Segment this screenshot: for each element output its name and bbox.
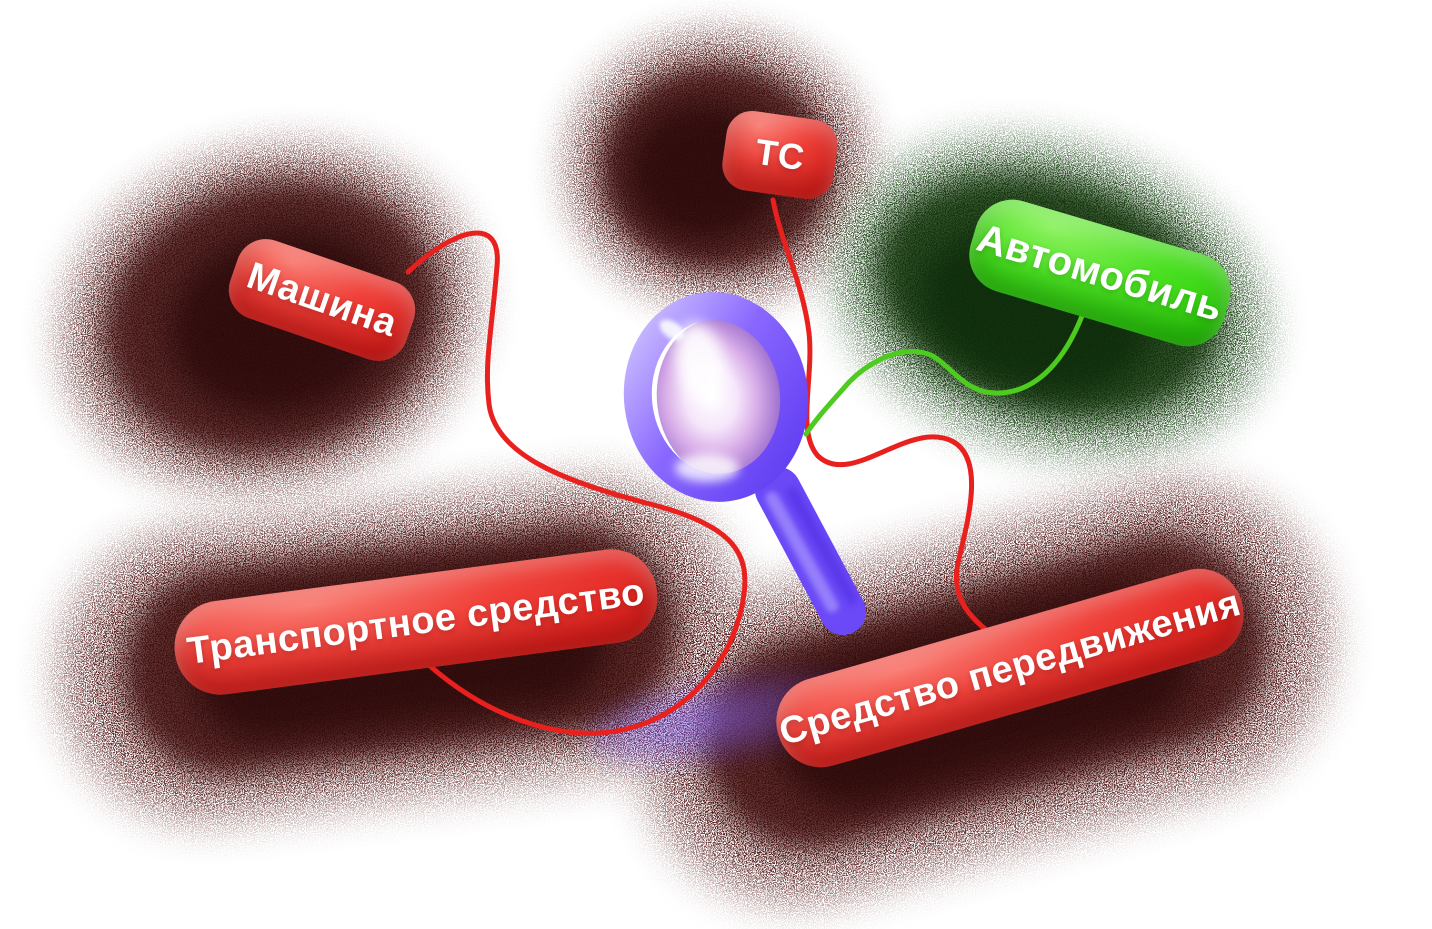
- connector-avtomobil-magnifier: [803, 313, 1085, 437]
- connector-ts-sredstvo: [770, 197, 993, 636]
- connector-mashina-transport: [405, 230, 748, 736]
- noise-shadow-blob-ts: [566, 32, 870, 304]
- magnifier-icon: [623, 292, 866, 635]
- node-label-ts: ТС: [718, 107, 842, 203]
